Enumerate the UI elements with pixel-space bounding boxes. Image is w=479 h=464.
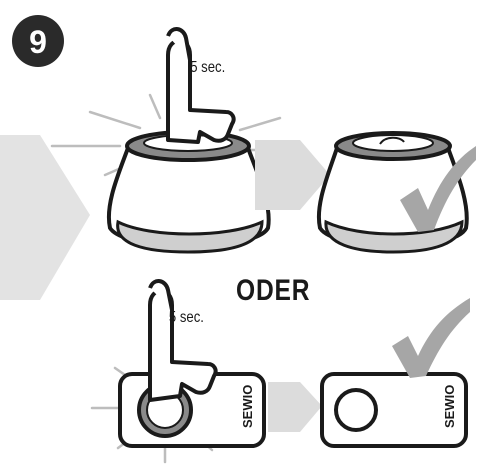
arrow-right-top	[255, 140, 330, 210]
step-badge: 9	[12, 15, 64, 67]
press-label-bottom: 5 sec.	[169, 309, 204, 326]
checkmark-icon-bottom	[392, 298, 470, 378]
puck-device-pressed	[109, 132, 269, 252]
pressing-hand-bottom	[150, 281, 216, 400]
svg-text:5 sec.: 5 sec.	[190, 59, 225, 76]
pressing-hand-top	[168, 29, 234, 142]
press-label-top: 5 sec.	[190, 59, 225, 76]
brand-label-left: SEWIO	[240, 385, 255, 428]
svg-text:5 sec.: 5 sec.	[169, 309, 204, 326]
step-number: 9	[29, 24, 47, 60]
separator-label: ODER	[236, 274, 310, 308]
arrow-right-bottom	[268, 382, 322, 432]
card-device-result: SEWIO	[322, 374, 466, 446]
brand-label-right: SEWIO	[442, 385, 457, 428]
left-arrow-shape	[0, 135, 90, 300]
